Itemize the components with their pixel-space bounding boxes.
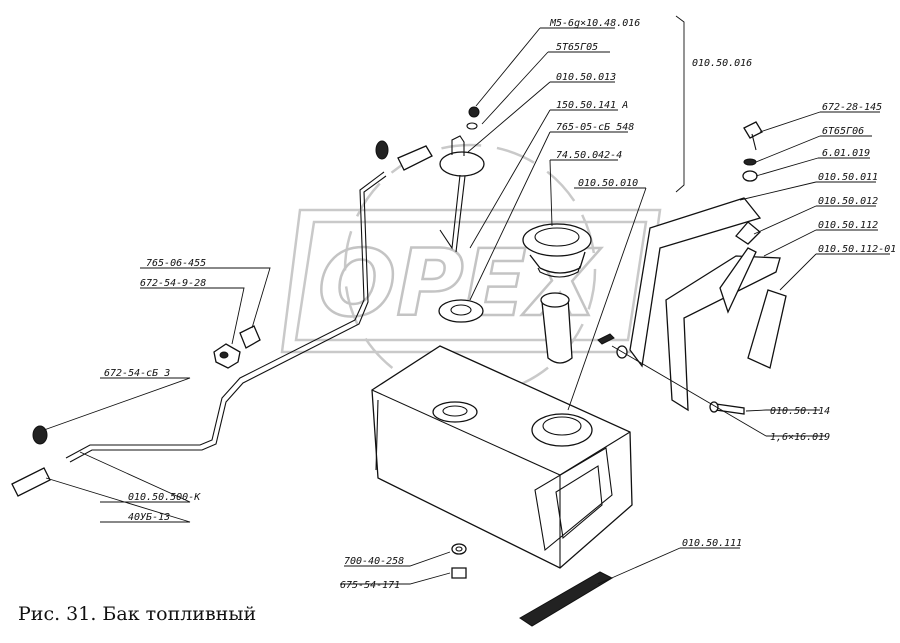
gasket-ring bbox=[438, 299, 484, 323]
fuel-sensor bbox=[439, 106, 485, 253]
label-1-6x16-019: 1,6×16.019 bbox=[770, 432, 830, 443]
label-40ub-13: 40УБ-13 bbox=[128, 512, 170, 523]
fuel-tank bbox=[371, 345, 633, 569]
label-6t65g06: 6Т65Г06 bbox=[822, 126, 864, 137]
label-6-01-019: 6.01.019 bbox=[822, 148, 870, 159]
fuel-line bbox=[65, 171, 387, 463]
mounting-straps bbox=[597, 197, 787, 415]
label-150-50-141a: 150.50.141 А bbox=[556, 100, 628, 111]
label-010-50-011: 010.50.011 bbox=[818, 172, 878, 183]
filler-cap bbox=[522, 223, 592, 278]
drain-plug bbox=[451, 543, 467, 579]
label-700-40-258: 700-40-258 bbox=[344, 556, 404, 567]
label-010-50-016: 010.50.016 bbox=[692, 58, 752, 69]
label-010-50-013: 010.50.013 bbox=[556, 72, 616, 83]
label-010-50-012: 010.50.012 bbox=[818, 196, 878, 207]
label-m5-screw: M5-6g×10.48.016 bbox=[549, 18, 640, 29]
label-765-06-455: 765-06-455 bbox=[146, 258, 206, 269]
label-010-50-500-k: 010.50.500-К bbox=[128, 492, 201, 503]
strap-bolt-set bbox=[742, 121, 763, 182]
figure-caption: Рис. 31. Бак топливный bbox=[18, 603, 256, 625]
label-672-54-9-28: 672-54-9-28 bbox=[140, 278, 206, 289]
label-765-05-sb548: 765-05-сБ 548 bbox=[556, 122, 634, 133]
part-labels: M5-6g×10.48.016 5Т65Г05 010.50.013 150.5… bbox=[104, 18, 896, 591]
label-010-50-112-01: 010.50.112-01 bbox=[818, 244, 896, 255]
label-010-50-114: 010.50.114 bbox=[770, 406, 830, 417]
top-fitting bbox=[375, 140, 433, 171]
pipe-clip bbox=[213, 325, 261, 369]
felt-pad bbox=[519, 571, 614, 627]
label-672-54-sb3: 672-54-сБ 3 bbox=[104, 368, 170, 379]
leader-lines bbox=[43, 15, 890, 585]
label-672-28-145: 672-28-145 bbox=[822, 102, 882, 113]
filler-neck bbox=[540, 292, 573, 364]
label-675-54-171: 675-54-171 bbox=[340, 580, 400, 591]
label-010-50-111: 010.50.111 bbox=[682, 538, 742, 549]
label-5t65g05: 5Т65Г05 bbox=[556, 42, 598, 53]
label-010-50-010: 010.50.010 bbox=[578, 178, 638, 189]
label-74-50-042-4: 74.50.042-4 bbox=[556, 150, 622, 161]
label-010-50-112: 010.50.112 bbox=[818, 220, 878, 231]
bottom-left-parts bbox=[11, 425, 51, 497]
